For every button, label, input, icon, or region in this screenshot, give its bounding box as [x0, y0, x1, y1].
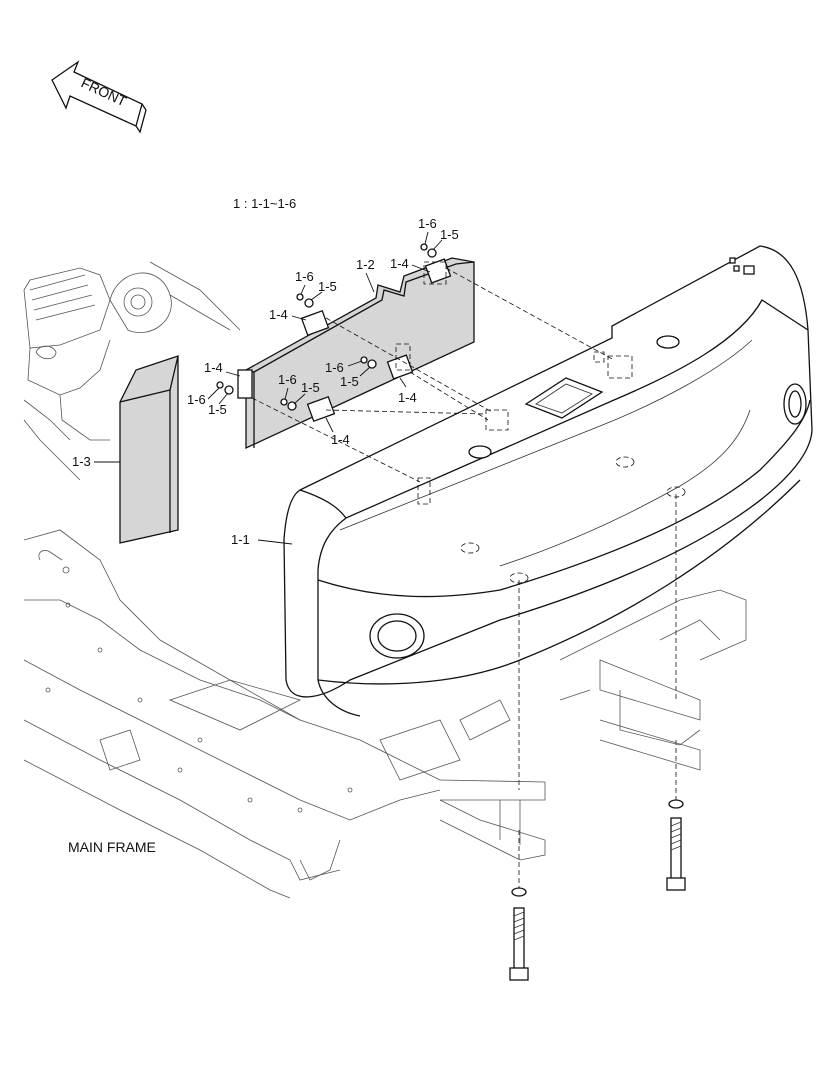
lower-bolt-right	[666, 799, 686, 891]
bolt-set-top	[420, 243, 437, 258]
callout-1-5-top: 1-5	[440, 227, 459, 242]
callout-labels: 1-1 1-2 1-3 1-4 1-4 1-4 1-4 1-4 1-5 1-5 …	[72, 216, 459, 547]
boom-foot-structure	[23, 261, 241, 481]
reference-text: 1 : 1-1~1-6	[233, 196, 296, 211]
main-frame-label: MAIN FRAME	[68, 839, 156, 855]
bolt-set-left	[216, 381, 234, 395]
callout-1-6-lower: 1-6	[278, 372, 297, 387]
callout-1-5-lower: 1-5	[301, 380, 320, 395]
callout-1-6-upper: 1-6	[295, 269, 314, 284]
bracket-1-4-left	[237, 369, 253, 399]
callout-1-4-lower: 1-4	[331, 432, 350, 447]
bracket-1-4-top	[424, 258, 452, 284]
bolt-set-upper	[296, 293, 314, 308]
counterweight-1-1	[283, 245, 813, 717]
callout-1-3: 1-3	[72, 454, 91, 469]
callout-1-5-mid: 1-5	[340, 374, 359, 389]
callout-1-6-mid: 1-6	[325, 360, 344, 375]
alignment-lines	[251, 267, 677, 888]
bolt-set-mid	[360, 356, 377, 369]
main-frame	[23, 529, 747, 899]
leader-lines	[94, 231, 443, 545]
dashed-bracket-locations	[395, 261, 633, 505]
bracket-1-4-upper	[300, 309, 330, 337]
callout-1-5-left: 1-5	[208, 402, 227, 417]
plate-1-2	[245, 257, 475, 450]
callout-1-2: 1-2	[356, 257, 375, 272]
callout-1-4-left: 1-4	[204, 360, 223, 375]
front-arrow: FRONT	[51, 60, 147, 134]
callout-1-6-top: 1-6	[418, 216, 437, 231]
callout-1-6-left: 1-6	[187, 392, 206, 407]
callout-1-4-top: 1-4	[390, 256, 409, 271]
callout-1-4-mid: 1-4	[398, 390, 417, 405]
plate-1-3	[119, 355, 179, 544]
callout-1-1: 1-1	[231, 532, 250, 547]
callout-1-5-upper: 1-5	[318, 279, 337, 294]
bracket-1-4-lower	[306, 395, 336, 423]
lower-bolt-left	[509, 887, 529, 981]
callout-1-4-upper: 1-4	[269, 307, 288, 322]
